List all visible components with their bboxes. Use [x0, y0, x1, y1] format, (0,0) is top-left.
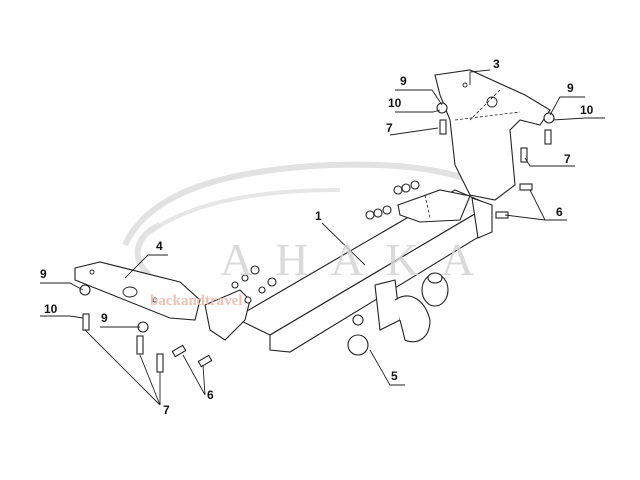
callout-9: 9 — [101, 311, 108, 325]
callout-6: 6 — [207, 388, 214, 402]
callout-10: 10 — [580, 103, 594, 117]
callout-9: 9 — [567, 81, 574, 95]
watermark-brand: AHAKA — [220, 234, 496, 285]
callout-4: 4 — [156, 239, 163, 253]
left-side-plate — [204, 289, 251, 341]
callout-9: 9 — [400, 74, 407, 88]
callout-1: 1 — [315, 209, 322, 223]
left-bracket-part-4 — [74, 261, 201, 321]
leader-lines — [40, 69, 605, 406]
callout-7: 7 — [564, 152, 571, 166]
callout-7: 7 — [386, 121, 393, 135]
callout-7: 7 — [163, 403, 170, 417]
right-bracket-part-3 — [434, 69, 551, 201]
callout-3: 3 — [493, 57, 500, 71]
callout-6: 6 — [556, 205, 563, 219]
middle-plate — [397, 189, 471, 223]
callout-10: 10 — [44, 302, 58, 316]
watermark-site: backandtravel — [150, 293, 243, 309]
fastener-nuts — [79, 102, 555, 333]
callout-5: 5 — [391, 369, 398, 383]
callout-9: 9 — [40, 267, 47, 281]
tow-ball-part-5 — [347, 272, 449, 356]
callout-10: 10 — [388, 96, 402, 110]
